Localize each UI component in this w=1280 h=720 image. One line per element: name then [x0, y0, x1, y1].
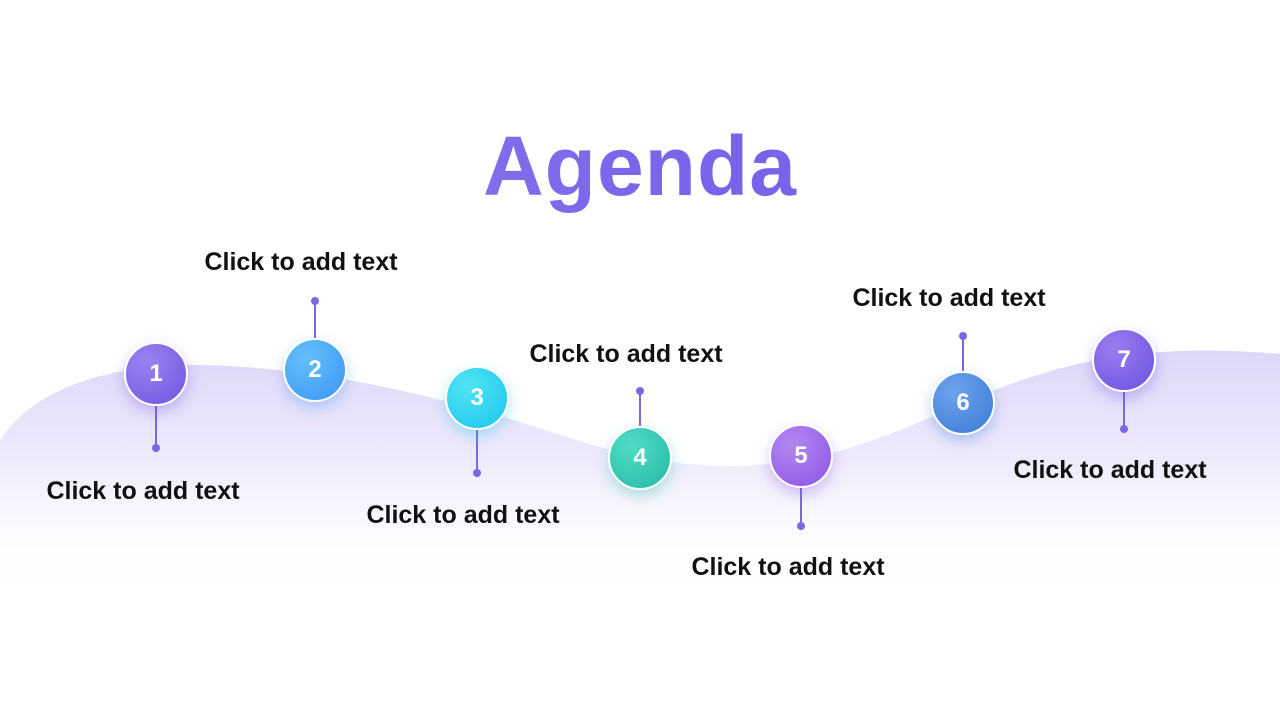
step-badge: 7: [1092, 328, 1156, 392]
step-badge: 4: [608, 426, 672, 490]
step-label[interactable]: Click to add text: [691, 553, 885, 581]
connector-dot: [636, 387, 644, 395]
step-label[interactable]: Click to add text: [529, 340, 723, 368]
connector-line: [155, 404, 157, 448]
connector-line: [800, 486, 802, 526]
step-badge: 3: [445, 366, 509, 430]
connector-line: [962, 337, 964, 373]
connector-line: [476, 428, 478, 472]
connector-dot: [152, 444, 160, 452]
step-label[interactable]: Click to add text: [204, 248, 398, 276]
step-label[interactable]: Click to add text: [46, 477, 240, 505]
connector-dot: [473, 469, 481, 477]
step-badge: 6: [931, 371, 995, 435]
step-badge: 5: [769, 424, 833, 488]
connector-line: [639, 390, 641, 428]
connector-dot: [311, 297, 319, 305]
step-badge: 1: [124, 342, 188, 406]
connector-dot: [797, 522, 805, 530]
connector-line: [1123, 390, 1125, 430]
step-badge: 2: [283, 338, 347, 402]
connector-line: [314, 302, 316, 340]
step-label[interactable]: Click to add text: [852, 284, 1046, 312]
step-label[interactable]: Click to add text: [366, 501, 560, 529]
connector-dot: [959, 332, 967, 340]
step-label[interactable]: Click to add text: [1013, 456, 1207, 484]
connector-dot: [1120, 425, 1128, 433]
page-title: Agenda: [0, 118, 1280, 214]
